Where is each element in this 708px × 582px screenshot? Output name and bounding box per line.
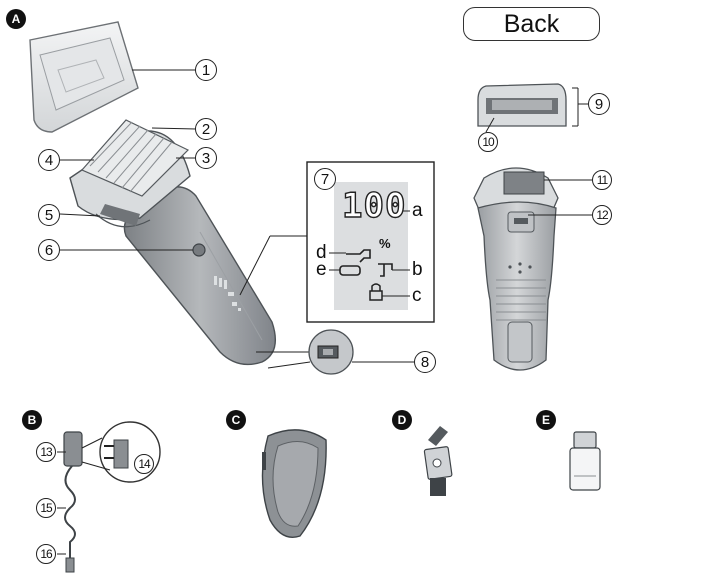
travel-pouch: [261, 429, 327, 538]
shaver-back-body: [473, 167, 592, 371]
callout-1: 1: [195, 59, 217, 81]
back-button[interactable]: Back: [463, 7, 600, 41]
callout-8: 8: [414, 351, 436, 373]
ac-adaptor: [57, 421, 161, 573]
protective-cap: [29, 21, 196, 133]
section-b-badge: B: [22, 410, 42, 430]
callout-14: 14: [134, 454, 154, 474]
callout-11: 11: [592, 170, 612, 190]
callout-5: 5: [38, 204, 60, 226]
oil-bottle: [569, 431, 601, 491]
outer-cassette: [477, 83, 588, 133]
callout-12: 12: [592, 205, 612, 225]
display-percent-sign: %: [379, 236, 391, 251]
callout-2: 2: [195, 118, 217, 140]
callout-10: 10: [478, 132, 498, 152]
section-e-badge: E: [536, 410, 556, 430]
section-c-badge: C: [226, 410, 246, 430]
callout-6: 6: [38, 239, 60, 261]
callout-15: 15: [36, 498, 56, 518]
callout-7: 7: [314, 168, 336, 190]
section-d-badge: D: [392, 410, 412, 430]
display-label-d: d: [316, 242, 327, 263]
display-label-a: a: [412, 200, 423, 221]
display-label-b: b: [412, 259, 423, 280]
callout-3: 3: [195, 147, 217, 169]
callout-4: 4: [38, 149, 60, 171]
callout-16: 16: [36, 544, 56, 564]
display-label-c: c: [412, 285, 422, 306]
display-label-e: e: [316, 259, 327, 280]
callout-13: 13: [36, 442, 56, 462]
callout-9: 9: [588, 93, 610, 115]
cleaning-brush: [423, 426, 453, 496]
display-battery-digits: 100: [341, 185, 407, 226]
shaver-body: [59, 119, 311, 369]
section-a-badge: A: [6, 9, 26, 29]
charging-socket-detail: [308, 329, 414, 375]
